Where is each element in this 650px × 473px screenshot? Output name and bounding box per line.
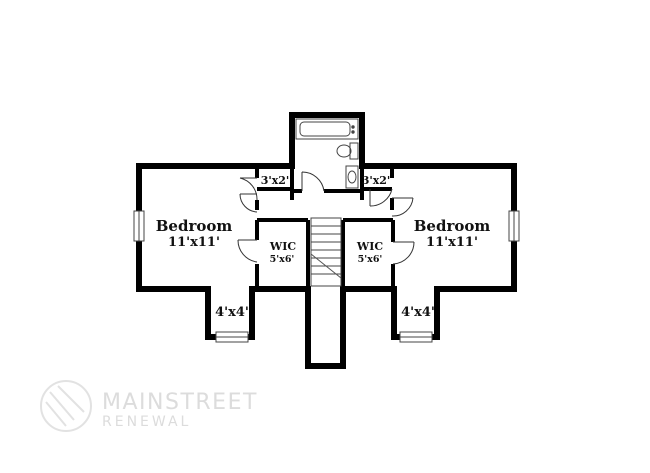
door-left-closet: [239, 177, 258, 201]
label-nook-right: 4'x4': [401, 305, 435, 320]
door-left-bedroom: [239, 193, 258, 213]
label-bedroom-right-name: Bedroom: [414, 217, 491, 235]
label-nook-left: 4'x4': [215, 305, 249, 320]
watermark-line1: MAINSTREET: [102, 390, 258, 415]
toilet-icon: [336, 142, 359, 160]
door-right-wic: [392, 241, 415, 265]
label-bedroom-left-name: Bedroom: [156, 217, 233, 235]
label-closet-right: 3'x2': [362, 174, 391, 187]
label-wic-left-size: 5'x6': [270, 254, 295, 265]
doors: [237, 171, 415, 265]
interior-walls: [255, 166, 395, 289]
door-left-wic: [237, 239, 258, 263]
watermark-line2: RENEWAL: [102, 414, 191, 430]
label-wic-left-name: WIC: [269, 240, 296, 253]
door-bath: [301, 171, 325, 192]
sink-icon: [345, 165, 359, 189]
label-wic-right-name: WIC: [356, 240, 383, 253]
door-right-closet: [369, 188, 393, 207]
label-wic-right-size: 5'x6': [358, 254, 383, 265]
stairs: [310, 217, 342, 287]
label-bedroom-right-size: 11'x11': [426, 235, 478, 250]
watermark-logo-icon: [40, 380, 92, 432]
label-closet-left: 3'x2': [261, 174, 290, 187]
door-right-bedroom: [391, 197, 414, 217]
bathtub-icon: [295, 118, 359, 140]
watermark: MAINSTREET RENEWAL: [40, 380, 258, 432]
bath-fixtures: [295, 118, 359, 189]
label-bedroom-left-size: 11'x11': [168, 235, 220, 250]
windows: [133, 210, 520, 343]
